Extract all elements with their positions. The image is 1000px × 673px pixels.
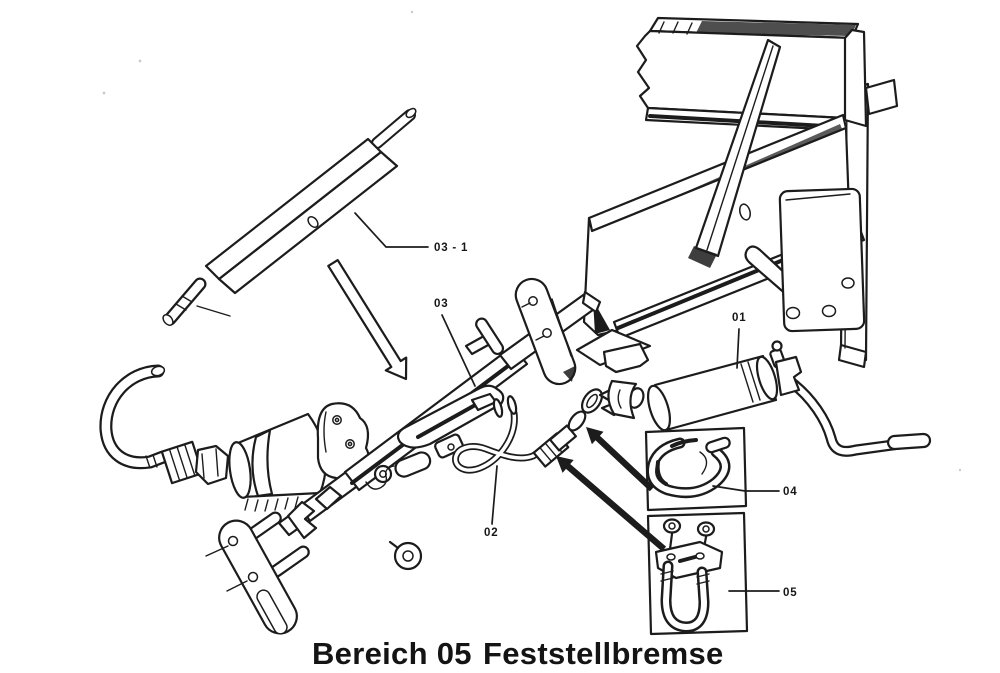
callout-01: 01 <box>732 312 746 324</box>
shackle-part-05 <box>654 518 724 633</box>
strap-hole <box>542 328 552 338</box>
clip-part-04 <box>646 436 731 499</box>
upper-strap <box>475 277 577 386</box>
caption: Bereich 05 Feststellbremse <box>312 636 724 671</box>
callout-05: 05 <box>783 587 797 599</box>
cable-washer <box>506 395 518 415</box>
caption-section: Bereich 05 <box>312 636 472 671</box>
bracket-hole <box>785 306 801 320</box>
bracket-hole <box>841 277 855 289</box>
leader-04 <box>712 485 780 492</box>
cable-washer <box>492 398 504 418</box>
drum-band <box>251 428 274 498</box>
cover-plate-03-1 <box>162 107 417 327</box>
drum-hatch <box>244 496 299 512</box>
linkage-cluster <box>286 433 464 571</box>
crank-assembly-01 <box>602 340 932 457</box>
strap-hole <box>227 535 239 547</box>
lower-strap <box>205 511 310 635</box>
caption-title: Feststellbremse <box>483 636 724 671</box>
leader-03-1 <box>354 212 429 248</box>
leader-01 <box>736 328 740 369</box>
frame-gusset-brace <box>688 38 782 268</box>
linkage-spring <box>365 465 395 490</box>
spindle-end-bracket <box>774 355 803 397</box>
frame-top-beam <box>635 16 868 132</box>
svg-text:Bereich 05 Feststellbrem: Bereich 05 Feststellbremse <box>312 636 724 671</box>
strap-hole <box>247 571 259 583</box>
detail-box-04 <box>644 426 748 512</box>
plate-hole <box>307 215 319 229</box>
beam-hole <box>738 203 752 221</box>
spindle-bracket <box>602 342 650 374</box>
hex-nut <box>194 444 230 486</box>
strap-hole <box>528 296 538 306</box>
crank-grip <box>886 432 932 451</box>
scan-speckles <box>102 10 962 472</box>
leader-02 <box>491 465 498 525</box>
booster-backplate <box>316 402 370 481</box>
callout-04: 04 <box>783 486 797 498</box>
callouts: 03 - 1 03 01 02 04 05 <box>354 212 797 599</box>
chassis-frame <box>575 16 899 369</box>
strap-slot <box>256 589 288 635</box>
direction-arrow-hollow <box>327 259 408 381</box>
callout-02: 02 <box>484 527 498 539</box>
callout-03: 03 <box>434 298 448 310</box>
detail-box-05 <box>646 511 749 636</box>
linkage-roller <box>394 451 432 478</box>
pointer-arrow <box>556 456 667 552</box>
pointer-arrows <box>556 427 667 552</box>
frame-mounting-bracket <box>744 187 866 333</box>
brake-booster <box>99 364 370 512</box>
spindle-yoke <box>607 379 638 420</box>
plate-face <box>204 137 383 281</box>
strap-pin <box>475 317 505 356</box>
callout-03-1: 03 - 1 <box>434 242 468 254</box>
pointer-arrow <box>586 427 655 492</box>
leader-03 <box>441 314 476 387</box>
bracket-hole <box>821 304 837 318</box>
